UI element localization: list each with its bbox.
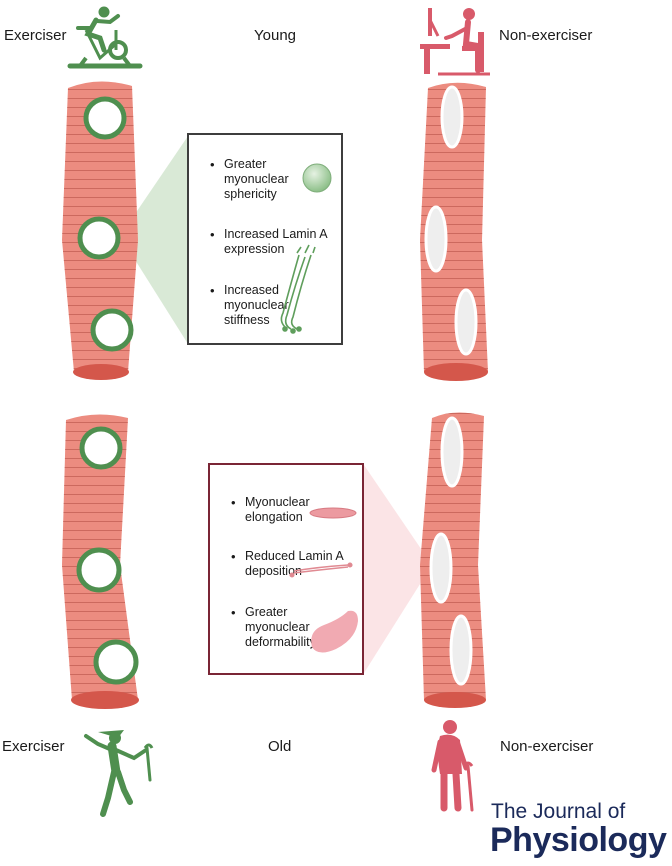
desk-worker-icon (420, 8, 490, 76)
round-nucleus (79, 426, 123, 470)
elongated-nucleus (449, 614, 473, 686)
lamin-a-filament-icon (280, 244, 316, 334)
elderly-standing-cane-icon (431, 720, 474, 812)
bullet-greater-deformability: Greater myonuclear deformability (231, 605, 335, 650)
elderly-walker-cane-icon (84, 730, 154, 817)
reduced-lamin-a-filament-icon (289, 562, 353, 578)
fiber-old-exerciser (62, 414, 139, 709)
label-young-exerciser: Exerciser (4, 27, 67, 44)
elongated-nucleus-icon (309, 507, 357, 519)
label-old-non-exerciser: Non-exerciser (500, 738, 594, 755)
journal-logo-line2: Physiology (490, 821, 667, 859)
label-young-non-exerciser: Non-exerciser (499, 27, 593, 44)
label-young: Young (254, 27, 296, 44)
round-nucleus (77, 216, 121, 260)
bullet-reduced-lamin-a: Reduced Lamin A deposition (231, 549, 355, 579)
elongated-nucleus (424, 205, 448, 273)
fiber-old-nonexerciser (420, 412, 486, 708)
elongated-nucleus (440, 416, 464, 488)
elongated-nucleus (454, 288, 478, 356)
sphere-nucleus-icon (302, 163, 332, 193)
young-zoom-wedge (120, 136, 188, 344)
old-box-icons (289, 507, 358, 653)
bicycle-exerciser-icon (67, 6, 143, 69)
young-exerciser-zoom-box: Greater myonuclear sphericity Increased … (187, 133, 343, 345)
old-zoom-wedge (364, 465, 432, 673)
elongated-nucleus (440, 85, 464, 149)
fiber-young-exerciser (62, 81, 138, 380)
round-nucleus (90, 308, 134, 352)
label-old: Old (268, 738, 292, 755)
elongated-nucleus (429, 532, 453, 604)
bullet-myonuclear-elongation: Myonuclear elongation (231, 495, 325, 525)
round-nucleus (83, 96, 127, 140)
young-box-icons (280, 163, 332, 334)
round-nucleus (93, 639, 139, 685)
bullet-increased-stiffness: Increased myonuclear stiffness (210, 283, 304, 328)
deformed-nucleus-icon (311, 610, 358, 653)
label-old-exerciser: Exerciser (2, 738, 65, 755)
fiber-young-nonexerciser (420, 82, 488, 381)
round-nucleus (76, 547, 122, 593)
bullet-increased-lamin-a: Increased Lamin A expression (210, 227, 334, 257)
old-nonexerciser-zoom-box: Myonuclear elongation Reduced Lamin A de… (208, 463, 364, 675)
bullet-greater-sphericity: Greater myonuclear sphericity (210, 157, 304, 202)
journal-logo-line1: The Journal of (491, 800, 626, 823)
